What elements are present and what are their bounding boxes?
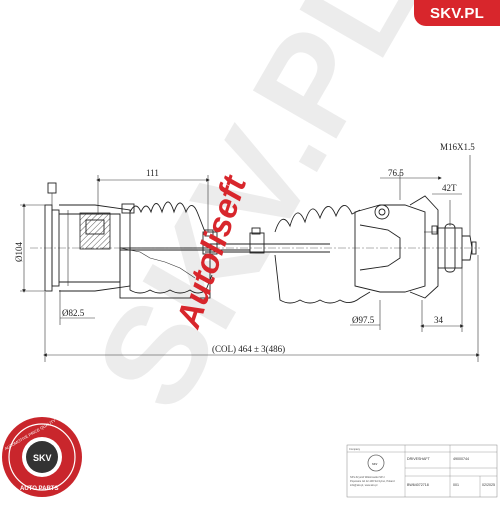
dim-thread-label: M16X1.5 (440, 142, 475, 152)
outer-joint (354, 195, 477, 299)
part-number: 49000744 (453, 457, 469, 461)
title-block: Company SKV SKV-Krystof Wiktorowski SP.J… (346, 444, 498, 498)
dim-76-5-label: 76.5 (388, 168, 404, 178)
seal-bottom-text: AUTO PARTS (20, 486, 58, 492)
quality-seal: SKV AUTOMOTIVE PRICE QUALITY AUTO PARTS (2, 417, 82, 497)
dim-97-5-label: Ø97.5 (352, 315, 375, 325)
dim-82-5-label: Ø82.5 (62, 308, 85, 318)
shaft (119, 227, 330, 299)
dim-34-label: 34 (434, 315, 444, 325)
svg-text:Popowice 4A 12-100 Szczytno, P: Popowice 4A 12-100 Szczytno, Poland (350, 479, 395, 483)
dim-total: (COL) 464 ± 3(486) (43, 255, 480, 362)
svg-text:Company: Company (349, 447, 361, 451)
dim-111-label: 111 (146, 168, 159, 178)
dim-thread: M16X1.5 (440, 142, 475, 236)
dim-42t-label: 42T (442, 183, 457, 193)
inner-boot (119, 201, 213, 294)
background-watermark: SKV.PL (65, 0, 447, 434)
svg-text:info@skv.pl, www.skv.pl: info@skv.pl, www.skv.pl (350, 483, 378, 487)
sheet-number: 001 (453, 483, 459, 487)
dim-34: 34 (420, 268, 464, 332)
dim-82-5: Ø82.5 (59, 290, 95, 325)
svg-text:SKV-Krystof Wiktorowski SP.J.: SKV-Krystof Wiktorowski SP.J. (350, 475, 385, 479)
dim-104-label: Ø104 (14, 242, 24, 262)
skv-site-badge[interactable]: SKV.PL (414, 0, 500, 26)
flange-stud (47, 182, 57, 194)
part-name: DRIVESHAFT (407, 457, 431, 461)
dim-111: 111 (96, 168, 210, 232)
svg-text:SKV: SKV (372, 462, 378, 466)
company-logo-icon (367, 454, 385, 472)
dim-97-5: Ø97.5 (350, 300, 381, 330)
svg-text:SKV.PL: SKV.PL (65, 0, 447, 434)
dim-104: Ø104 (14, 203, 45, 293)
outer-boot (274, 205, 371, 304)
dim-42t: 42T (432, 183, 462, 226)
dim-76-5: 76.5 (380, 168, 442, 200)
seal-center-text: SKV (33, 453, 52, 463)
drawing-date: 02/2025 (482, 483, 495, 487)
drawing-number: BW64072718 (407, 483, 429, 487)
inner-joint (44, 182, 135, 292)
dim-total-label: (COL) 464 ± 3(486) (212, 344, 285, 354)
